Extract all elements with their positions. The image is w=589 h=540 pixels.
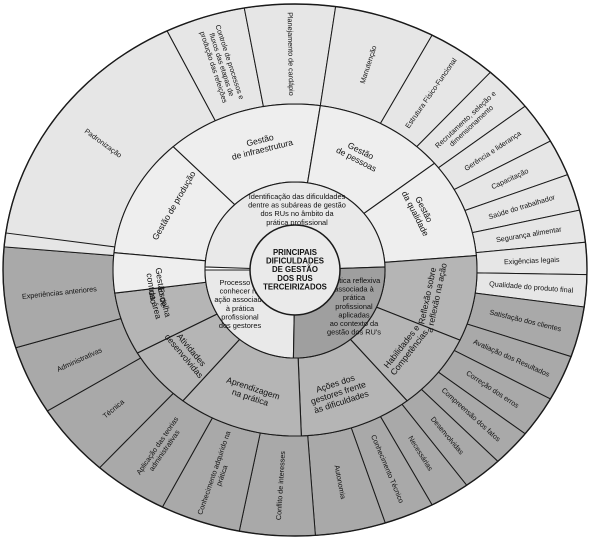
quadrant-label-line: dos RUs no âmbito da (260, 209, 334, 218)
quadrant-label-line: profissional (221, 312, 259, 321)
center-title-line: PRINCIPAIS (273, 248, 317, 257)
outer-label: Planejamento de cardápio (286, 12, 296, 96)
quadrant-label-line: à prática (226, 304, 255, 313)
quadrant-label-line: dos gestores (219, 321, 262, 330)
outer-label-line: Exigências legais (504, 255, 560, 266)
center-title-line: DE GESTÃO (272, 265, 318, 274)
center-circle (249, 224, 341, 316)
quadrant-label-line: Processo de (219, 278, 260, 287)
center-title-line: DIFICULDADES (266, 257, 324, 266)
quadrant-label-line: associada à (334, 285, 374, 294)
outer-boundary (2, 3, 588, 537)
quadrant-label-line: aplicadas (338, 310, 370, 319)
outer-label: Conflito de interesses (274, 450, 287, 520)
quadrant-label-line: Prática reflexiva (328, 276, 381, 285)
quadrant-label-line: prática (343, 293, 366, 302)
quadrant-label-line: ao contexto da (330, 319, 379, 328)
quadrant-label-line: prática profissional (266, 218, 328, 227)
quadrant-label-line: dentre as subáreas de gestão (248, 201, 346, 210)
center-title-line: TERCEIRIZADOS (263, 282, 327, 291)
quadrant-label-line: profissional (335, 302, 373, 311)
quadrant-label-line: conhecer na (220, 287, 262, 296)
outer-label: Exigências legais (504, 255, 560, 266)
quadrant-label-line: ação associado (214, 295, 265, 304)
outer-label-line: Planejamento de cardápio (286, 12, 296, 96)
quadrant-label-line: gestão dos RU's (327, 328, 381, 337)
quadrant-label-line: Identificação das dificuldades (249, 192, 346, 201)
outer-ring: ProdutividadeControle de custosLogística… (2, 3, 588, 537)
outer-label-line: Conflito de interesses (274, 450, 287, 520)
middle-label-line: contrato (145, 273, 159, 305)
middle-label: Gestão decontrato (144, 267, 169, 309)
center-title-line: DOS RUS (277, 274, 313, 283)
